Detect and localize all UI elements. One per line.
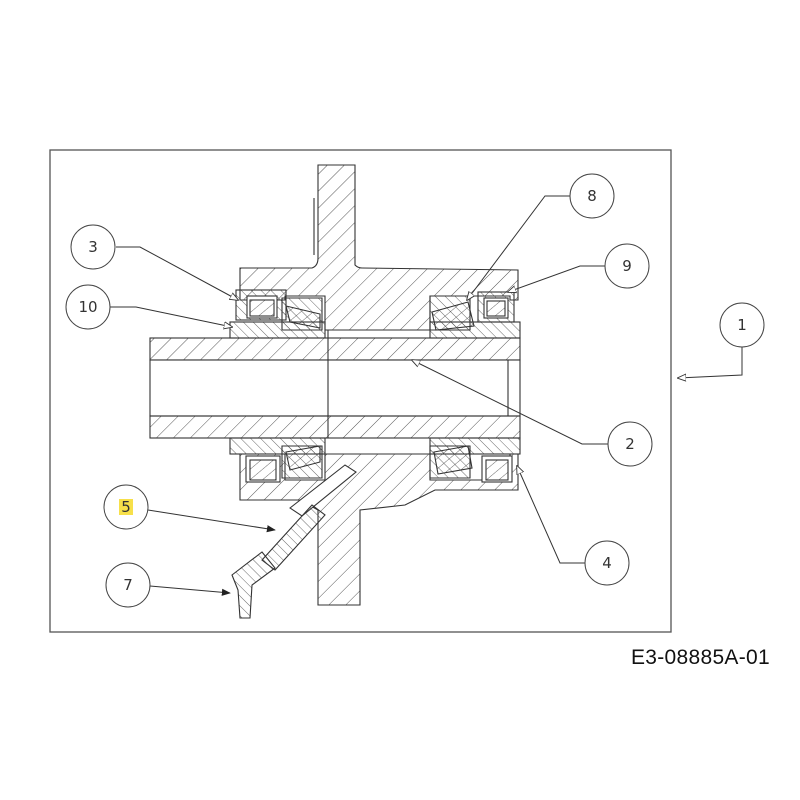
callout-1[interactable]: 1 bbox=[719, 302, 765, 348]
callout-label: 9 bbox=[622, 257, 632, 275]
highlight-marker bbox=[119, 499, 133, 515]
callout-2[interactable]: 2 bbox=[607, 421, 653, 467]
drawing-code: E3-08885A-01 bbox=[630, 646, 770, 669]
callout-label: 3 bbox=[88, 238, 98, 256]
callout-label: 2 bbox=[625, 435, 635, 453]
callout-label: 8 bbox=[587, 187, 597, 205]
callout-3[interactable]: 3 bbox=[70, 224, 116, 270]
callout-label: 1 bbox=[737, 316, 747, 334]
callout-9[interactable]: 9 bbox=[604, 243, 650, 289]
callout-label: 10 bbox=[78, 298, 97, 316]
callout-label: 5 bbox=[121, 498, 131, 516]
callout-7[interactable]: 7 bbox=[105, 562, 151, 608]
leader-lines bbox=[110, 195, 743, 596]
callout-label: 4 bbox=[602, 554, 612, 572]
callout-8[interactable]: 8 bbox=[569, 173, 615, 219]
drawing-frame bbox=[49, 149, 672, 633]
callout-5[interactable]: 5 bbox=[103, 484, 149, 530]
hub-assembly bbox=[149, 164, 521, 619]
callout-4[interactable]: 4 bbox=[584, 540, 630, 586]
callout-label: 7 bbox=[123, 576, 133, 594]
callout-10[interactable]: 10 bbox=[65, 284, 111, 330]
